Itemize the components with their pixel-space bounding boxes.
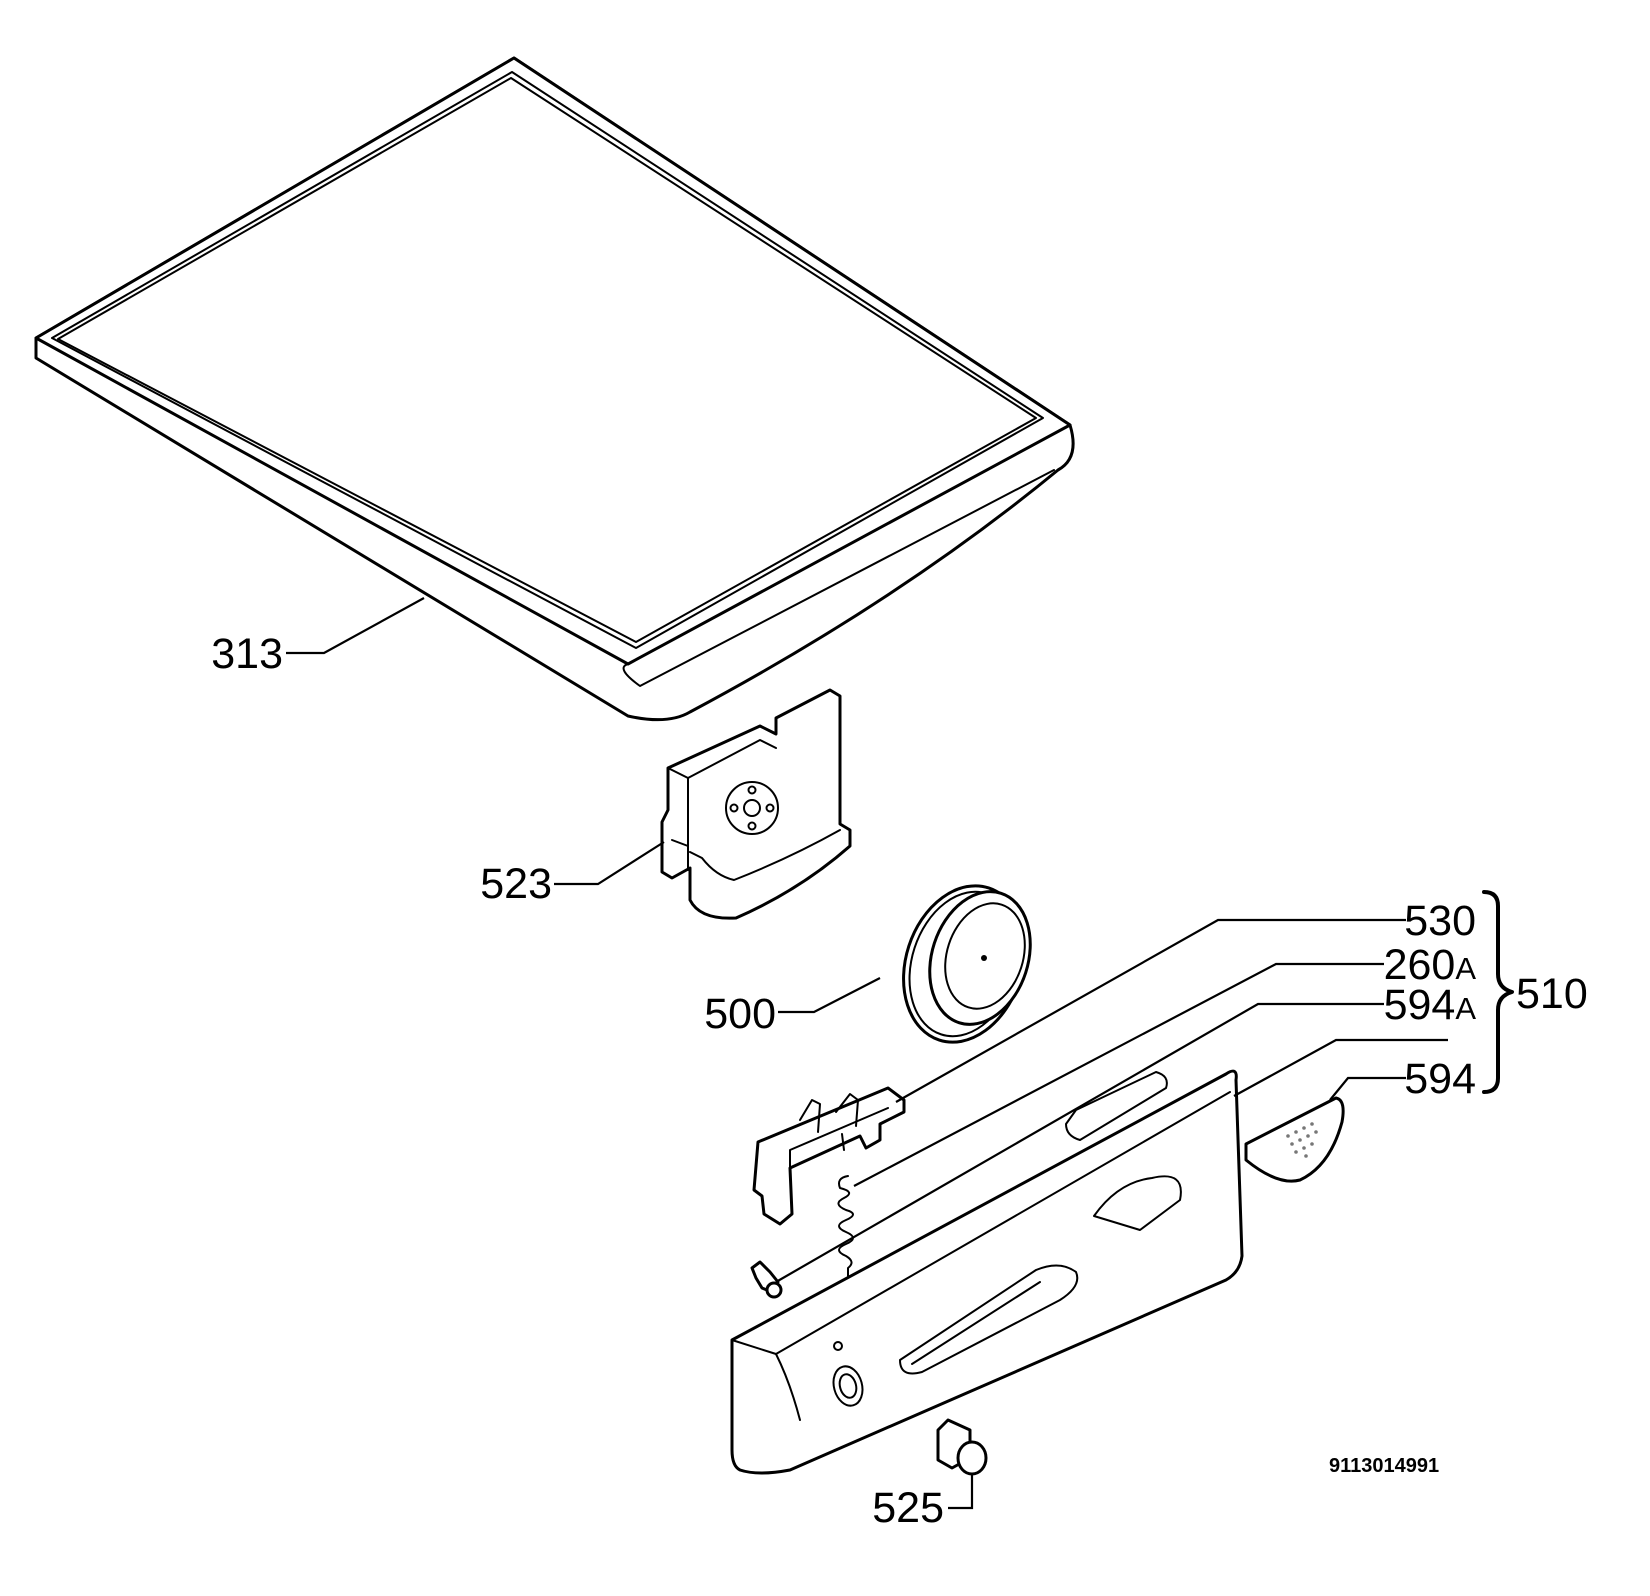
callout-523: 523 xyxy=(480,860,552,908)
callout-313: 313 xyxy=(211,630,283,678)
drawing-number: 9113014991 xyxy=(1329,1455,1439,1477)
callout-594a-number: 594 xyxy=(1384,981,1456,1029)
callout-260a: 260A xyxy=(1384,941,1477,989)
leader-523 xyxy=(554,841,665,886)
callout-510: 510 xyxy=(1516,970,1588,1018)
callout-260a-number: 260 xyxy=(1384,941,1456,989)
callout-594: 594 xyxy=(1404,1055,1476,1103)
spring-260a xyxy=(837,1175,854,1277)
leader-260a xyxy=(853,962,1384,1187)
control-panel-510 xyxy=(730,1069,1244,1475)
leader-lines xyxy=(286,597,1448,1510)
leader-594-a xyxy=(1233,1038,1448,1097)
handle-insert-594 xyxy=(1244,1096,1345,1183)
leader-530 xyxy=(895,918,1406,1103)
top-cover-313 xyxy=(34,56,1075,722)
leader-525 xyxy=(948,1474,974,1510)
leader-500 xyxy=(778,977,881,1014)
callout-530: 530 xyxy=(1404,897,1476,945)
callout-594a-suffix: A xyxy=(1455,991,1476,1026)
hinge-bracket-523 xyxy=(660,688,852,920)
leader-594a xyxy=(775,1002,1384,1283)
knob-525 xyxy=(936,1418,988,1476)
round-cap-500 xyxy=(902,884,1032,1044)
latch-lever-530 xyxy=(752,1086,906,1226)
callout-594a: 594A xyxy=(1384,981,1477,1029)
leader-313 xyxy=(286,597,425,655)
group-brace-510 xyxy=(1482,890,1514,1094)
callout-500: 500 xyxy=(704,990,776,1038)
callout-labels: 313 523 500 530 260A 594A 594 510 525 91… xyxy=(211,630,1588,1532)
callout-260a-suffix: A xyxy=(1455,951,1476,986)
callout-525: 525 xyxy=(872,1484,944,1532)
leader-594-b xyxy=(1329,1076,1406,1101)
pin-594a xyxy=(750,1260,783,1299)
